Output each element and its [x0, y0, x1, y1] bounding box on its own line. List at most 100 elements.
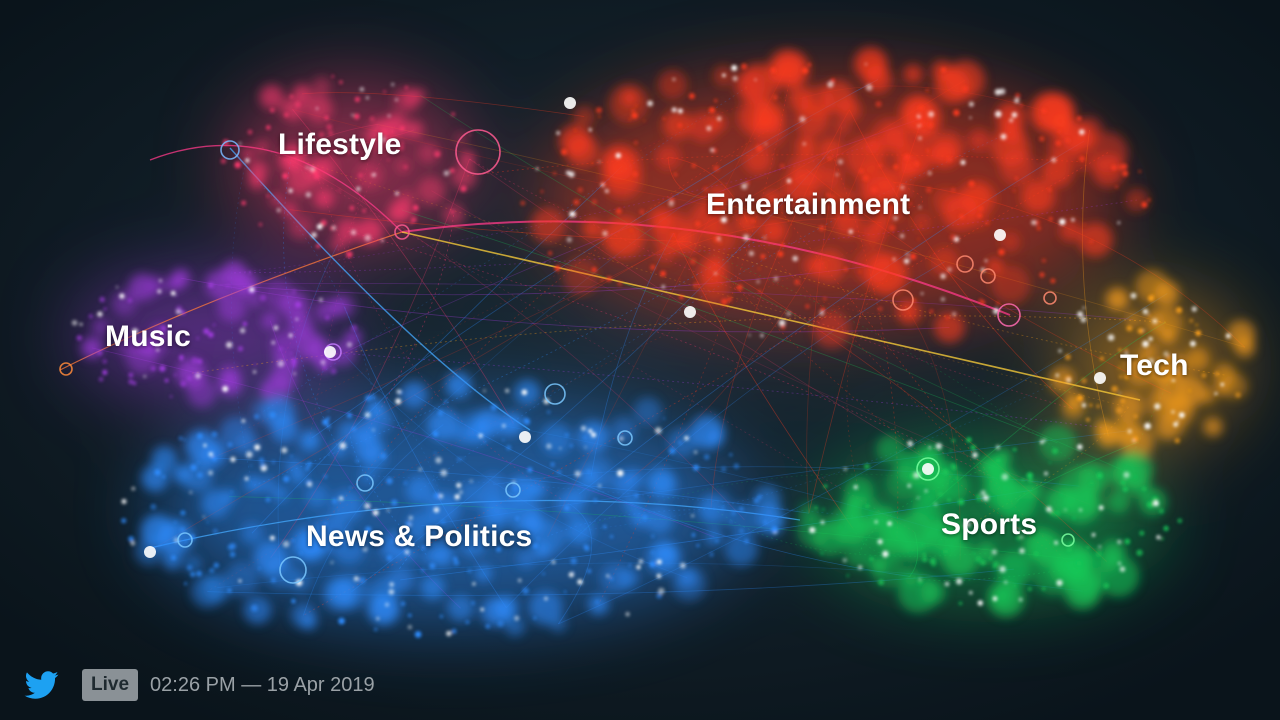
topic-spark-news: [559, 447, 562, 450]
topic-spark-entertainment: [520, 200, 526, 206]
topic-spark-news: [179, 527, 186, 533]
topic-spark-news: [649, 561, 656, 568]
topic-node-news: [251, 399, 276, 424]
topic-spark-entertainment: [722, 73, 726, 78]
twitter-bird-icon[interactable]: [22, 668, 62, 702]
topic-node-sports: [1038, 424, 1077, 462]
node-ring: [220, 140, 240, 160]
topic-link: [236, 219, 661, 434]
topic-link: [401, 209, 1058, 444]
topic-spark-news: [485, 624, 490, 629]
topic-spark-news: [569, 444, 573, 448]
topic-spark-tech: [1235, 392, 1241, 398]
topic-spark-lifestyle: [359, 87, 365, 92]
topic-spark-entertainment: [953, 109, 960, 117]
topic-node-lifestyle: [286, 167, 314, 195]
topic-spark-news: [668, 447, 676, 455]
topic-spark-sports: [820, 520, 825, 524]
topic-spark-music: [292, 363, 296, 368]
topic-node-tech: [1161, 355, 1188, 382]
topic-spark-news: [617, 469, 624, 477]
topic-spark-news: [131, 486, 136, 491]
topic-node-music: [248, 294, 262, 308]
topic-node-entertainment: [853, 247, 890, 285]
topic-spark-entertainment: [756, 280, 760, 284]
topic-spark-music: [196, 337, 199, 340]
topic-node-news: [181, 459, 213, 492]
topic-spark-lifestyle: [364, 234, 371, 241]
topic-spark-entertainment: [959, 214, 965, 220]
topic-spark-lifestyle: [387, 114, 391, 118]
topic-node-entertainment: [838, 98, 861, 121]
topic-spark-lifestyle: [282, 173, 289, 179]
topic-spark-entertainment: [1051, 157, 1057, 163]
topic-spark-entertainment: [995, 110, 1002, 118]
topic-spark-news: [505, 388, 510, 393]
topic-spark-sports: [935, 443, 942, 450]
topic-spark-tech: [1152, 318, 1158, 324]
topic-spark-sports: [1147, 501, 1154, 508]
topic-link: [469, 158, 1074, 410]
topic-spark-sports: [823, 484, 828, 489]
topic-spark-news: [372, 428, 375, 432]
topic-link: [367, 475, 885, 520]
topic-node-sports: [1107, 454, 1141, 487]
topic-spark-entertainment: [1050, 278, 1056, 284]
topic-spark-entertainment: [1042, 108, 1047, 113]
topic-link: [347, 230, 1002, 482]
topic-spark-entertainment: [778, 319, 786, 327]
topic-spark-lifestyle: [362, 209, 366, 213]
topic-spark-entertainment: [946, 156, 953, 163]
topic-spark-tech: [1111, 385, 1118, 393]
topic-spark-entertainment: [678, 108, 683, 114]
topic-spark-entertainment: [569, 211, 576, 218]
topic-spark-tech: [1082, 306, 1086, 310]
topic-spark-news: [440, 469, 448, 477]
topic-node-music: [270, 331, 297, 358]
topic-spark-news: [474, 532, 478, 536]
hub-node: [922, 463, 934, 475]
topic-node-entertainment: [668, 232, 685, 249]
topic-spark-entertainment: [941, 67, 946, 73]
topic-spark-sports: [1158, 508, 1165, 514]
topic-spark-lifestyle: [380, 136, 386, 143]
topic-spark-news: [568, 572, 575, 578]
topic-spark-lifestyle: [405, 86, 408, 89]
node-ring: [980, 268, 996, 284]
topic-spark-music: [180, 380, 187, 387]
topic-spark-entertainment: [1039, 272, 1045, 278]
highlight-link: [401, 231, 1141, 401]
topic-spark-news: [196, 570, 202, 577]
topic-node-news: [654, 542, 677, 565]
topic-spark-entertainment: [865, 84, 873, 91]
topic-node-music: [260, 383, 273, 397]
topic-node-entertainment: [573, 106, 595, 127]
topic-spark-news: [211, 431, 218, 438]
topic-spark-music: [181, 310, 186, 315]
topic-spark-sports: [1060, 493, 1063, 496]
node-ring: [59, 362, 73, 376]
live-button[interactable]: Live: [82, 669, 139, 701]
topic-spark-entertainment: [905, 253, 909, 256]
topic-spark-news: [703, 454, 710, 460]
topic-node-news: [623, 495, 641, 513]
topic-node-news: [400, 381, 428, 409]
topic-node-lifestyle: [314, 156, 337, 178]
topic-spark-sports: [1090, 481, 1093, 485]
topic-spark-entertainment: [743, 234, 750, 241]
topic-spark-news: [386, 477, 393, 485]
topic-spark-news: [291, 538, 295, 543]
topic-spark-sports: [1124, 538, 1131, 545]
topic-spark-entertainment: [1012, 189, 1016, 193]
topic-spark-news: [721, 506, 725, 510]
topic-spark-entertainment: [918, 206, 922, 209]
topic-spark-news: [128, 536, 135, 542]
topic-spark-tech: [1124, 348, 1128, 352]
topic-spark-sports: [1043, 438, 1047, 442]
topic-spark-news: [212, 456, 217, 462]
topic-spark-entertainment: [858, 270, 862, 274]
topic-spark-news: [595, 600, 599, 604]
topic-spark-music: [170, 290, 176, 296]
topic-spark-entertainment: [1055, 140, 1062, 146]
topic-spark-entertainment: [668, 200, 674, 207]
